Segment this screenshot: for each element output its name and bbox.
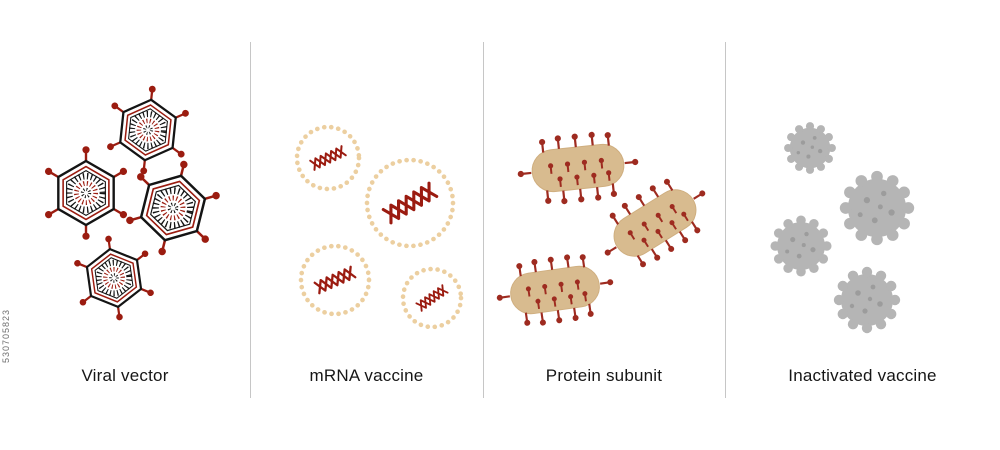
inactivated-vaccine-illustration	[725, 18, 1000, 358]
panel-inactivated-vaccine: Inactivated vaccine	[725, 0, 1000, 450]
protein-subunit-icon	[483, 18, 725, 358]
divider-3	[725, 42, 726, 398]
mrna-vaccine-icon	[294, 124, 464, 330]
viral-vector-illustration	[0, 18, 250, 358]
panel-label-protein-subunit: Protein subunit	[545, 366, 663, 385]
panel-label-mrna-vaccine: mRNA vaccine	[309, 366, 424, 385]
protein-subunit-illustration	[483, 18, 725, 358]
lipid-nanoparticle	[298, 243, 372, 317]
mrna-vaccine-illustration	[250, 18, 483, 358]
panel-protein-subunit: Protein subunit	[483, 0, 725, 450]
panel-label-viral-vector: Viral vector	[81, 366, 169, 385]
panel-viral-vector: Viral vector	[0, 0, 250, 450]
inactivated-vaccine-icon	[770, 122, 915, 334]
panel-label-inactivated-vaccine: Inactivated vaccine	[788, 366, 937, 385]
panel-mrna-vaccine: mRNA vaccine	[250, 0, 483, 450]
viral-vector-icon	[0, 18, 250, 358]
lipid-nanoparticle	[400, 266, 464, 330]
divider-2	[483, 42, 484, 398]
lipid-nanoparticle	[364, 157, 456, 249]
lipid-nanoparticle	[294, 124, 362, 192]
divider-1	[250, 42, 251, 398]
